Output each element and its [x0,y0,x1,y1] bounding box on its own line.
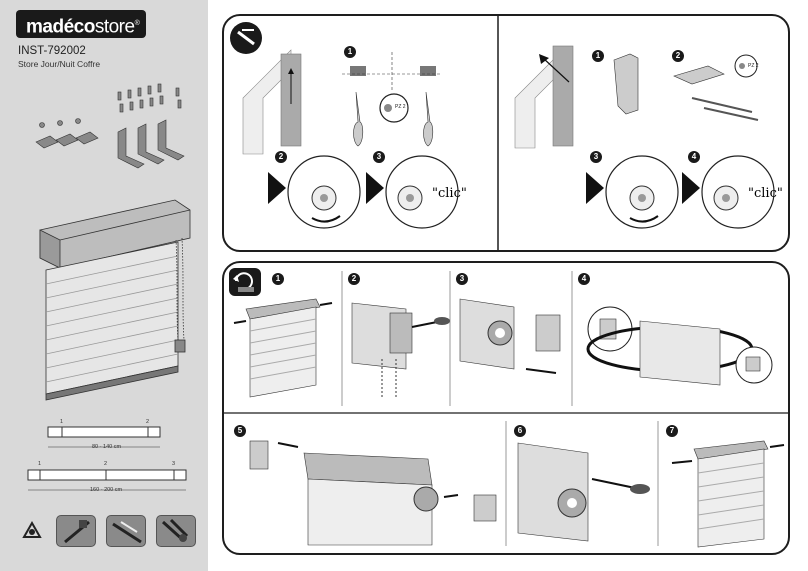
undo-icon [229,268,261,296]
document-title: Store Jour/Nuit Coffre [18,59,101,69]
pliers-icon [156,515,196,547]
measurement-short-range: 80 - 140 cm [92,444,122,450]
top-panel-divider [497,14,499,252]
step-number-4: 4 [578,273,590,285]
brand-logo: madécostore® [16,10,146,38]
clic-label-right: "clic" [748,186,783,201]
ceiling-mount-wall-illustration [242,49,302,155]
screw-size-label: PZ 2 [748,63,759,69]
step-number-2: 2 [672,50,684,62]
step-number-1: 1 [272,273,284,285]
recycle-icon [22,520,42,538]
clip-step-3-wall-illustration [586,155,679,229]
step-number-1: 1 [344,46,356,58]
brand-name-bold: madéco [26,16,95,38]
measurement-long-diagram [27,469,187,491]
document-code: INST-792002 [18,45,86,57]
step-number-3: 3 [373,151,385,163]
measurement-point-1: 1 [60,419,64,425]
top-instruction-panel: 1 PZ 2 2 3 "clic" 1 2 PZ 2 3 [222,14,790,252]
brand-name-light: store [94,16,135,38]
remove-end-cap-step-3-illustration [459,298,561,374]
measurement-point-2: 2 [104,461,108,467]
clic-label-left: "clic" [432,186,467,201]
clip-step-4-wall-illustration [682,155,775,229]
step-number-2: 2 [275,151,287,163]
wall-bracket-illustration [613,53,639,115]
screw-size-label: PZ 2 [395,104,406,110]
crosshead-screw-icon [230,22,262,54]
clip-step-2-illustration [268,155,361,229]
step-number-4: 4 [688,151,700,163]
screw-end-cap-step-6-illustration [517,442,650,542]
wall-bracket-screw-illustration [673,54,759,121]
step-number-6: 6 [514,425,526,437]
bottom-panel-grid-lines [222,271,790,546]
step-number-7: 7 [666,425,678,437]
measurement-point-3: 3 [172,461,176,467]
measurement-point-1: 1 [38,461,42,467]
reinstall-end-cap-step-5-illustration [249,440,497,546]
brand-mark: ® [134,20,140,27]
step-number-2: 2 [348,273,360,285]
wall-mount-wall-illustration [514,45,574,149]
hardware-kit-illustration [35,83,185,169]
step-number-3: 3 [456,273,468,285]
rotate-blind-step-4-illustration [586,306,773,386]
step-number-3: 3 [590,151,602,163]
measurement-short-diagram [47,426,161,448]
measurement-point-2: 2 [146,419,150,425]
screwdriver-icon [56,515,96,547]
bottom-instruction-panel: 1 2 3 4 5 6 7 [222,261,790,555]
remove-blind-step-1-illustration [233,298,333,398]
step-number-5: 5 [234,425,246,437]
clip-step-3-illustration [366,155,459,229]
end-cap-screw-step-2-illustration [351,302,450,399]
sidebar-panel: madécostore® INST-792002 Store Jour/Nuit… [0,0,208,571]
blind-product-illustration [39,199,191,401]
reinstall-blind-step-7-illustration [671,440,785,548]
measurement-long-range: 160 - 200 cm [90,487,123,493]
ceiling-bracket-install-illustration [342,52,442,147]
drill-icon [106,515,146,547]
step-number-1: 1 [592,50,604,62]
